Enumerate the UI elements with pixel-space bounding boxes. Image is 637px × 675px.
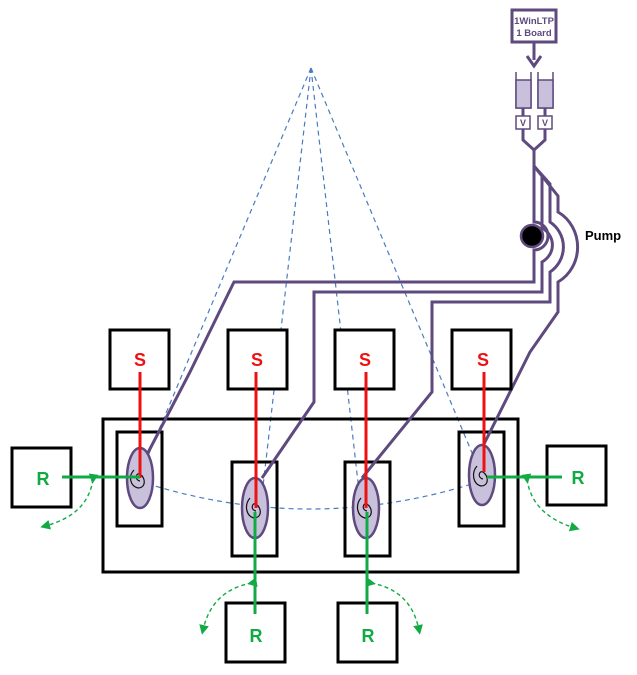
rec-label: R <box>37 469 50 489</box>
valve-label: V <box>542 118 548 128</box>
view-line <box>311 68 360 500</box>
source-label-line1: 1WinLTP <box>514 16 555 27</box>
slice-4 <box>469 445 495 505</box>
rec-label: R <box>250 626 263 646</box>
chamber-base <box>103 419 518 572</box>
pump-rotor[interactable] <box>521 225 543 247</box>
stim-label: S <box>251 350 263 370</box>
stim-label: S <box>134 350 146 370</box>
pump-label: Pump <box>585 228 621 243</box>
stim-label: S <box>359 350 371 370</box>
focal-arc <box>130 478 490 509</box>
stim-label: S <box>477 350 489 370</box>
reservoir-2 <box>538 80 553 108</box>
source-label-line2: 1 Board <box>516 28 552 39</box>
reservoir-1 <box>516 80 531 108</box>
valve-label: V <box>520 118 526 128</box>
rec-label: R <box>362 626 375 646</box>
tubing <box>140 10 578 478</box>
view-fan <box>130 68 490 509</box>
rec-label: R <box>572 468 585 488</box>
view-line <box>140 68 311 475</box>
view-line <box>311 68 480 472</box>
